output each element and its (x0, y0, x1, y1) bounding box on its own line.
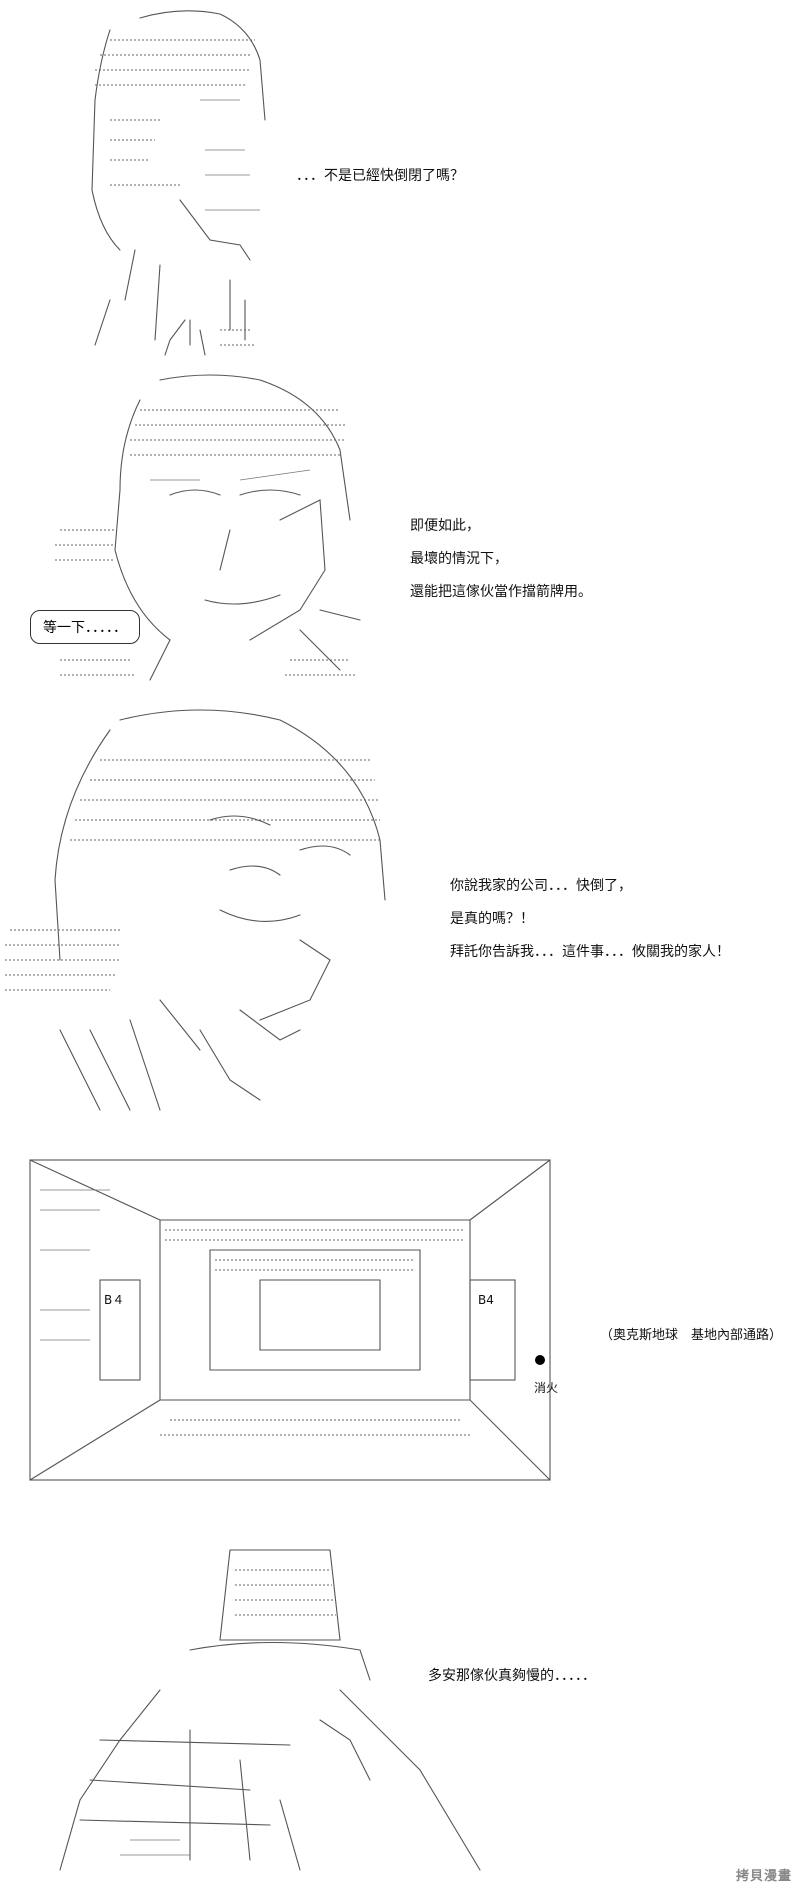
aa-art-man-worried (5, 709, 386, 1111)
watermark-logo: 拷貝漫畫 (735, 1869, 792, 1884)
caption-line: 多安那傢伙真夠慢的．．．．． (428, 1668, 596, 1684)
aa-art-man-arms-crossed (59, 1549, 481, 1871)
panel-3: 你說我家的公司．．．快倒了， 是真的嗎？！ 拜託你告訴我．．．這件事．．．攸關我… (0, 700, 800, 1120)
sign-b4-left: B４ (104, 1293, 125, 1307)
sign-b4-right: B4 (478, 1293, 494, 1307)
panel-1: ．．．不是已經快倒閉了嗎？ (0, 0, 800, 360)
panel-5: 多安那傢伙真夠慢的．．．．． (0, 1540, 800, 1890)
aa-art-man-portrait (55, 374, 361, 681)
caption-line: 還能把這傢伙當作擋箭牌用。 (410, 584, 592, 600)
caption-line: ．．．不是已經快倒閉了嗎？ (296, 168, 464, 184)
panel-4: B４ B4 消火 （奧克斯地球 基地內部通路） (0, 1130, 800, 1530)
caption-panel-5: 多安那傢伙真夠慢的．．．．． (428, 1666, 596, 1699)
caption-panel-2: 即便如此， 最壞的情況下， 還能把這傢伙當作擋箭牌用。 (410, 516, 592, 615)
caption-line: 你說我家的公司．．．快倒了， (450, 878, 632, 894)
caption-line: 即便如此， (410, 518, 480, 534)
caption-line: （奧克斯地球 基地內部通路） (600, 1328, 783, 1343)
speech-bubble-text: 等一下．．．．． (43, 620, 127, 636)
caption-panel-3: 你說我家的公司．．．快倒了， 是真的嗎？！ 拜託你告訴我．．．這件事．．．攸關我… (450, 876, 730, 975)
aa-art-girl-profile (91, 10, 266, 356)
speech-bubble: 等一下．．．．． (30, 610, 140, 644)
caption-line: 最壞的情況下， (410, 551, 508, 567)
caption-panel-1: ．．．不是已經快倒閉了嗎？ (296, 166, 464, 199)
aa-art-corridor (29, 1159, 551, 1481)
caption-line: 是真的嗎？！ (450, 911, 534, 927)
caption-panel-4: （奧克斯地球 基地內部通路） (600, 1326, 782, 1359)
caption-line: 拜託你告訴我．．．這件事．．．攸關我的家人！ (450, 944, 730, 960)
panel-2: 等一下．．．．． 即便如此， 最壞的情況下， 還能把這傢伙當作擋箭牌用。 (0, 370, 800, 690)
sign-fire-hydrant: 消火 (534, 1381, 559, 1395)
